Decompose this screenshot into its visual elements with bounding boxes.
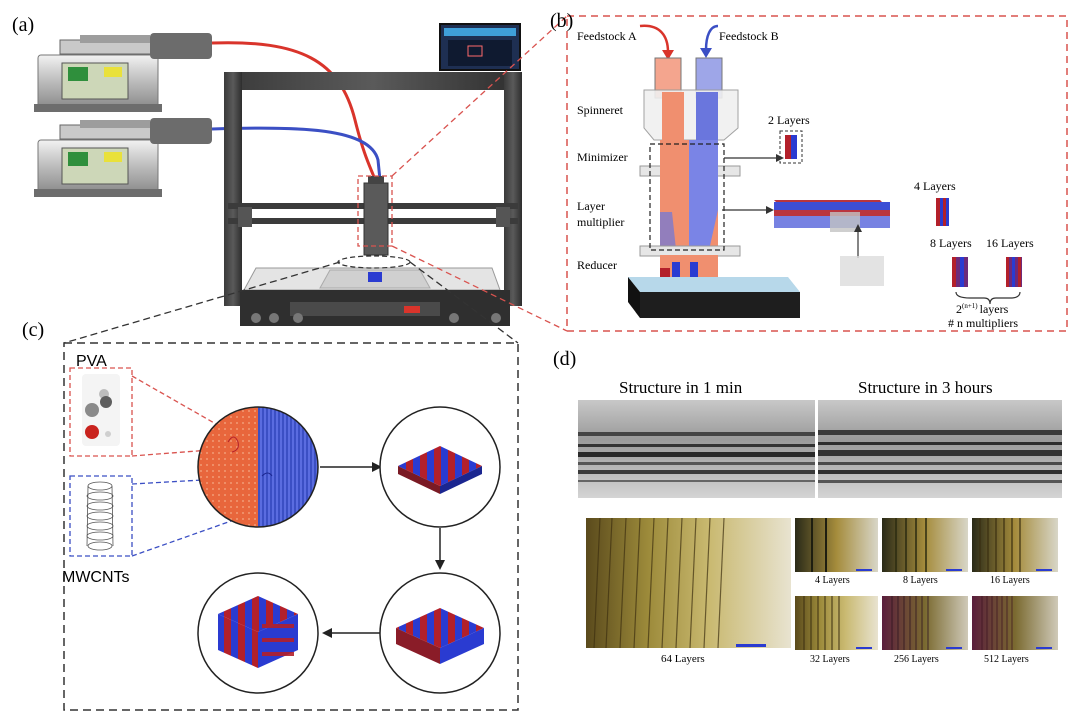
- printer-frame: [224, 72, 522, 326]
- multiplier-block: [774, 200, 890, 232]
- control-monitor: [439, 23, 521, 71]
- panel-c-frame: [63, 342, 519, 711]
- feedstock-a-arrow: [639, 24, 670, 53]
- syringe-pump-top: [34, 33, 212, 112]
- panel-d: (d) Structure in 1 min Structure in 3 ho…: [553, 348, 1062, 665]
- zoom-line-c-right: [409, 261, 519, 344]
- micrograph-64-label: 64 Layers: [661, 653, 705, 665]
- brace: [955, 291, 1021, 305]
- feedstock-a-label: Feedstock A: [577, 29, 637, 43]
- sixteen-layers-label: 16 Layers: [986, 236, 1034, 250]
- micrograph-256-label: 256 Layers: [894, 654, 939, 665]
- mwcnts-box: [69, 475, 133, 557]
- micrograph-16-label: 16 Layers: [990, 575, 1030, 586]
- micrograph-8: [882, 518, 968, 572]
- mwcnt-tube: [86, 481, 114, 551]
- reducer-label: Reducer: [577, 258, 617, 272]
- micrograph-512: [972, 596, 1058, 650]
- reducer-inset: [840, 256, 884, 286]
- red-feed-tube: [211, 41, 377, 181]
- micrograph-256: [882, 596, 968, 650]
- pva-molecule: [82, 374, 120, 446]
- layer-multiplier-label-1: Layer: [577, 199, 605, 213]
- two-layers-label: 2 Layers: [768, 113, 810, 127]
- feedstock-b-arrow: [704, 24, 719, 51]
- nozzle-zoom-box: [357, 175, 393, 247]
- panel-b: (b) Feedstock A Feedstock B: [550, 10, 1068, 332]
- slab-thick: [396, 608, 484, 664]
- syringe-pump-bottom: [34, 118, 212, 197]
- feedstock-b-label: Feedstock B: [719, 29, 779, 43]
- micrograph-16: [972, 518, 1058, 572]
- fiber-photo-3h: [818, 400, 1062, 498]
- zoom-line-c-left: [63, 261, 341, 344]
- structure-1min-label: Structure in 1 min: [619, 378, 743, 397]
- pva-box: [69, 367, 133, 457]
- micrograph-4-label: 4 Layers: [815, 575, 850, 586]
- pva-label: PVA: [76, 353, 107, 370]
- micrograph-32: [795, 596, 878, 650]
- layer-multiplier-label-2: multiplier: [577, 215, 624, 229]
- panel-label-c: (c): [22, 319, 44, 341]
- panel-c: (c) PVA MWCNTs: [22, 319, 519, 711]
- multipliers-label: # n multipliers: [948, 316, 1018, 330]
- panel-a: (a): [12, 14, 568, 344]
- micrograph-8-label: 8 Layers: [903, 575, 938, 586]
- interface-circle: [198, 407, 318, 527]
- micrograph-4: [795, 518, 878, 572]
- print-spot: [337, 255, 411, 269]
- micrograph-64: [586, 517, 791, 649]
- blue-feed-tube: [211, 126, 382, 181]
- structure-3h-label: Structure in 3 hours: [858, 378, 993, 397]
- eight-layers-label: 8 Layers: [930, 236, 972, 250]
- panel-label-b: (b): [550, 10, 573, 32]
- minimizer-label: Minimizer: [577, 150, 628, 164]
- zoom-line-bottom: [391, 245, 568, 332]
- four-layers-label: 4 Layers: [914, 179, 956, 193]
- spinneret-label: Spinneret: [577, 103, 624, 117]
- micrograph-512-label: 512 Layers: [984, 654, 1029, 665]
- cube: [218, 596, 298, 668]
- two-layers-block: [785, 135, 791, 159]
- panel-label-a: (a): [12, 14, 34, 36]
- spinneret-assembly: [628, 57, 800, 318]
- mwcnts-label: MWCNTs: [62, 569, 130, 586]
- formula-label: 2(n+1)layers: [956, 302, 1009, 316]
- slab-thin: [398, 446, 482, 494]
- panel-label-d: (d): [553, 348, 576, 370]
- fiber-photo-1min: [578, 400, 815, 498]
- micrograph-32-label: 32 Layers: [810, 654, 850, 665]
